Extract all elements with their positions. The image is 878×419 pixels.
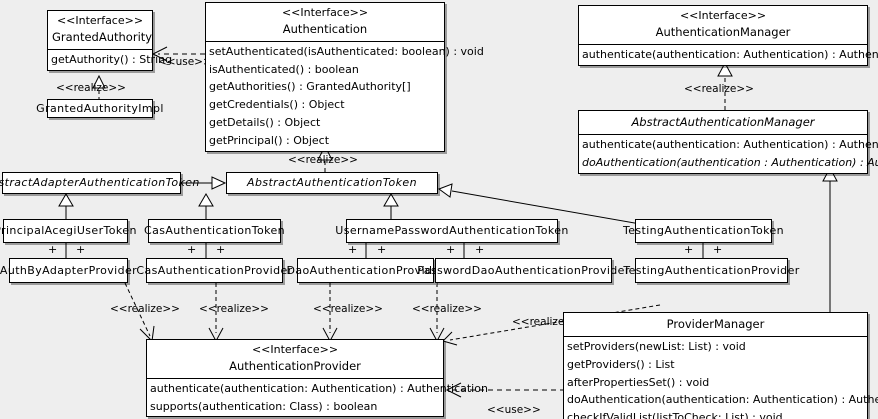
- operation: getCredentials() : Object: [209, 98, 345, 112]
- multiplicity-plus: +: [348, 243, 358, 256]
- operations-compartment: authenticate(authentication: Authenticat…: [147, 377, 488, 417]
- edge-label-realize-granted-authority: <<realize>>: [56, 82, 126, 94]
- class-abstract-adapter-authentication-token[interactable]: AbstractAdapterAuthenticationToken: [0, 172, 199, 194]
- class-header: <<Interface>> GrantedAuthority: [48, 11, 152, 49]
- operation: isAuthenticated() : boolean: [209, 62, 359, 76]
- operation: authenticate(authentication: Authenticat…: [582, 137, 878, 151]
- class-name: AbstractAdapterAuthenticationToken: [0, 176, 200, 190]
- class-header: <<Interface>> Authentication: [206, 3, 444, 41]
- class-name: CasAuthenticationProvider: [136, 263, 293, 277]
- class-username-password-authentication-token[interactable]: UsernamePasswordAuthenticationToken: [335, 219, 568, 243]
- operation: getProviders() : List: [567, 357, 675, 371]
- edge-label-use-provider-manager: <<use>>: [487, 404, 541, 416]
- class-cas-authentication-provider[interactable]: CasAuthenticationProvider: [136, 258, 292, 283]
- class-name: PasswordDaoAuthenticationProvider: [417, 263, 630, 277]
- edge-label-use-authentication: <<use>>: [158, 56, 212, 68]
- operations-compartment: setProviders(newList: List) : void getPr…: [564, 335, 878, 419]
- operation: doAuthentication(authentication : Authen…: [582, 155, 878, 169]
- class-testing-authentication-token[interactable]: TestingAuthenticationToken: [623, 219, 784, 243]
- class-name: TestingAuthenticationToken: [622, 224, 785, 238]
- operation: supports(authentication: Class) : boolea…: [150, 399, 378, 413]
- class-name: AuthByAdapterProvider: [0, 263, 138, 277]
- class-provider-manager[interactable]: ProviderManager setProviders(newList: Li…: [563, 312, 878, 419]
- edge-label-realize-cas-provider: <<realize>>: [199, 303, 269, 315]
- class-testing-authentication-provider[interactable]: TestingAuthenticationProvider: [623, 258, 799, 283]
- multiplicity-plus: +: [377, 243, 387, 256]
- class-name: Authentication: [282, 21, 368, 36]
- edge-label-realize-authentication-manager: <<realize>>: [684, 83, 754, 95]
- class-cas-authentication-token[interactable]: CasAuthenticationToken: [144, 219, 285, 243]
- class-stereotype: <<Interface>>: [281, 6, 369, 19]
- class-name: GrantedAuthority: [52, 29, 153, 44]
- operations-compartment: setAuthenticated(isAuthenticated: boolea…: [206, 40, 484, 152]
- class-name: AbstractAuthenticationManager: [631, 115, 815, 129]
- operation: authenticate(authentication: Authenticat…: [150, 381, 488, 395]
- operations-compartment: authenticate(authentication: Authenticat…: [579, 133, 878, 173]
- operation: getAuthority() : String: [51, 52, 173, 66]
- class-principal-acegi-user-token[interactable]: PrincipalAcegiUserToken: [0, 219, 136, 243]
- edge-label-realize-authentication: <<realize>>: [288, 154, 358, 166]
- class-name: ProviderManager: [666, 317, 765, 331]
- class-abstract-authentication-token[interactable]: AbstractAuthenticationToken: [226, 172, 438, 194]
- operations-compartment: getAuthority() : String: [48, 48, 173, 70]
- class-dao-authentication-provider[interactable]: DaoAuthenticationProvider: [287, 258, 444, 283]
- class-granted-authority[interactable]: <<Interface>> GrantedAuthority getAuthor…: [47, 10, 173, 71]
- class-authentication-provider[interactable]: <<Interface>> AuthenticationProvider aut…: [146, 339, 488, 418]
- operation: setAuthenticated(isAuthenticated: boolea…: [209, 44, 484, 58]
- multiplicity-plus: +: [76, 243, 86, 256]
- class-password-dao-authentication-provider[interactable]: PasswordDaoAuthenticationProvider: [417, 258, 629, 283]
- multiplicity-plus: +: [713, 243, 723, 256]
- class-header: AbstractAuthenticationManager: [579, 111, 867, 134]
- class-name: AuthenticationProvider: [229, 358, 361, 373]
- class-header: ProviderManager: [564, 313, 867, 336]
- operation: checkIfValidList(listToCheck: List) : vo…: [567, 411, 783, 419]
- class-name: AuthenticationManager: [655, 24, 791, 39]
- class-name: DaoAuthenticationProvider: [286, 263, 445, 277]
- class-abstract-authentication-manager[interactable]: AbstractAuthenticationManager authentica…: [578, 110, 878, 174]
- class-authentication[interactable]: <<Interface>> Authentication setAuthenti…: [205, 2, 484, 153]
- class-auth-by-adapter-provider[interactable]: AuthByAdapterProvider: [0, 258, 137, 283]
- class-header: <<Interface>> AuthenticationProvider: [147, 340, 443, 378]
- class-stereotype: <<Interface>>: [679, 9, 767, 22]
- edge-label-realize-password-dao-provider: <<realize>>: [412, 303, 482, 315]
- class-authentication-manager[interactable]: <<Interface>> AuthenticationManager auth…: [578, 5, 878, 66]
- multiplicity-plus: +: [684, 243, 694, 256]
- class-name: CasAuthenticationToken: [144, 224, 285, 238]
- edge-label-realize-auth-by-adapter: <<realize>>: [110, 303, 180, 315]
- multiplicity-plus: +: [216, 243, 226, 256]
- operation: getAuthorities() : GrantedAuthority[]: [209, 80, 411, 94]
- operation: setProviders(newList: List) : void: [567, 339, 746, 353]
- operation: authenticate(authentication: Authenticat…: [582, 47, 878, 61]
- class-name: PrincipalAcegiUserToken: [0, 224, 137, 238]
- class-name: GrantedAuthorityImpl: [36, 101, 164, 115]
- operation: afterPropertiesSet() : void: [567, 375, 710, 389]
- multiplicity-plus: +: [48, 243, 58, 256]
- class-granted-authority-impl[interactable]: GrantedAuthorityImpl: [36, 99, 163, 118]
- class-stereotype: <<Interface>>: [251, 343, 339, 356]
- operations-compartment: authenticate(authentication: Authenticat…: [579, 43, 878, 65]
- class-stereotype: <<Interface>>: [56, 14, 144, 27]
- operation: getDetails() : Object: [209, 116, 321, 130]
- class-name: TestingAuthenticationProvider: [623, 263, 800, 277]
- edge-label-realize-dao-provider: <<realize>>: [313, 303, 383, 315]
- operation: doAuthentication(authentication: Authent…: [567, 393, 878, 407]
- multiplicity-plus: +: [475, 243, 485, 256]
- operation: getPrincipal() : Object: [209, 134, 330, 148]
- class-name: AbstractAuthenticationToken: [247, 176, 417, 190]
- class-header: <<Interface>> AuthenticationManager: [579, 6, 867, 44]
- class-name: UsernamePasswordAuthenticationToken: [335, 224, 569, 238]
- multiplicity-plus: +: [446, 243, 456, 256]
- multiplicity-plus: +: [187, 243, 197, 256]
